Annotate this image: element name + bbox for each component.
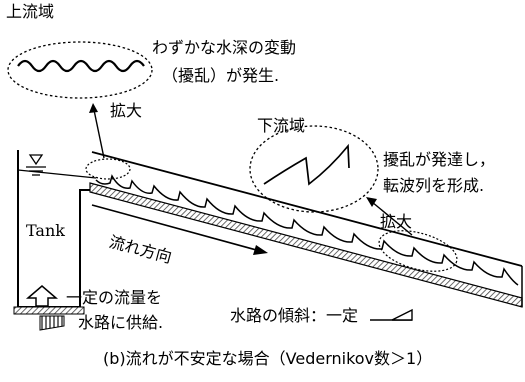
upstream-note-line-1: わずかな水深の変動 — [152, 38, 297, 57]
small-wave-curve — [17, 59, 145, 73]
upstream-bubble — [7, 41, 153, 99]
roll-wave-curve — [263, 143, 350, 186]
slope-label: 水路の傾斜：一定 — [230, 306, 359, 325]
upstream-label: 上流域 — [6, 2, 55, 21]
upstream-note-line-2: （擾乱）が発生. — [162, 66, 280, 85]
up-arrow-icon — [25, 285, 59, 307]
downstream-label: 下流域 — [257, 116, 306, 135]
upstream-zoom-region — [85, 158, 131, 180]
supply-note-line-2: 水路に供給. — [78, 313, 164, 332]
downstream-bubble — [249, 125, 379, 213]
flow-direction-arrow — [91, 204, 268, 255]
magnify-label-downstream: 拡大 — [380, 212, 413, 231]
supply-note-line-1: 一定の流量を — [66, 288, 163, 307]
downstream-note-line-1: 擾乱が発達し， — [383, 150, 496, 169]
tank — [13, 150, 97, 315]
magnify-arrow-downstream — [366, 197, 413, 236]
figure-caption: (b)流れが不安定な場合（Vedernikov数＞1） — [103, 349, 433, 368]
slope-indicator — [370, 308, 413, 321]
roll-wave-train — [95, 174, 519, 286]
magnify-arrow-upstream — [89, 103, 105, 159]
magnify-label-upstream: 拡大 — [110, 101, 143, 120]
downstream-zoom-region — [378, 230, 458, 272]
water-surface-icon — [26, 154, 46, 176]
inflow-pipe — [39, 315, 65, 331]
downstream-note-line-2: 転波列を形成. — [383, 176, 485, 195]
tank-label: Tank — [26, 221, 65, 240]
